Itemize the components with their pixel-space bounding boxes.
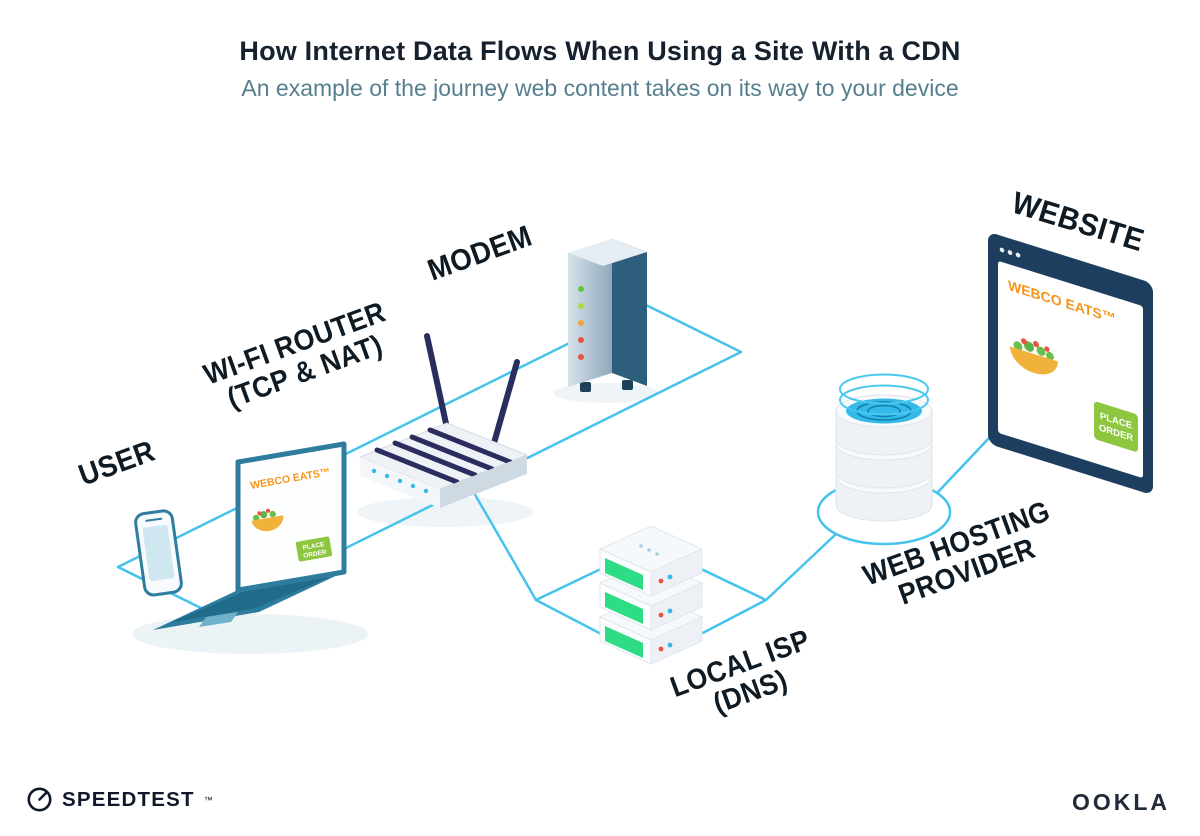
speedtest-logo: SPEEDTEST ™ [26,786,213,813]
phone-illustration [134,509,183,597]
website-taco-icon [1010,338,1058,375]
header: How Internet Data Flows When Using a Sit… [0,36,1200,102]
router-vents [374,427,513,485]
ookla-logo: OOKLA [1071,789,1170,815]
laptop-order-button: PLACE ORDER [295,536,333,562]
page-title: How Internet Data Flows When Using a Sit… [239,36,961,66]
svg-text:ORDER: ORDER [303,549,328,560]
svg-text:PLACE: PLACE [302,541,326,552]
browser-dots-icon [999,247,1021,258]
laptop-illustration: WEBCO EATS™ PLACE ORDER [134,441,347,630]
isp-server-illustration [598,525,704,665]
server-top-dots [639,544,659,556]
speedtest-wordmark: SPEEDTEST [62,787,195,811]
speedtest-gauge-icon [27,787,52,812]
laptop-taco-icon [251,508,284,532]
modem-illustration [568,239,647,392]
hosting-db-illustration [835,373,933,522]
page-subtitle: An example of the journey web content ta… [241,75,959,101]
modem-leds [578,286,584,360]
router-leds [371,468,429,494]
router-illustration [358,333,529,508]
place-order-button: PLACE ORDER [1094,401,1138,452]
speedtest-trademark: ™ [203,794,213,805]
website-browser-illustration: WEBCO EATS™ PLACE ORDER [988,234,1153,493]
